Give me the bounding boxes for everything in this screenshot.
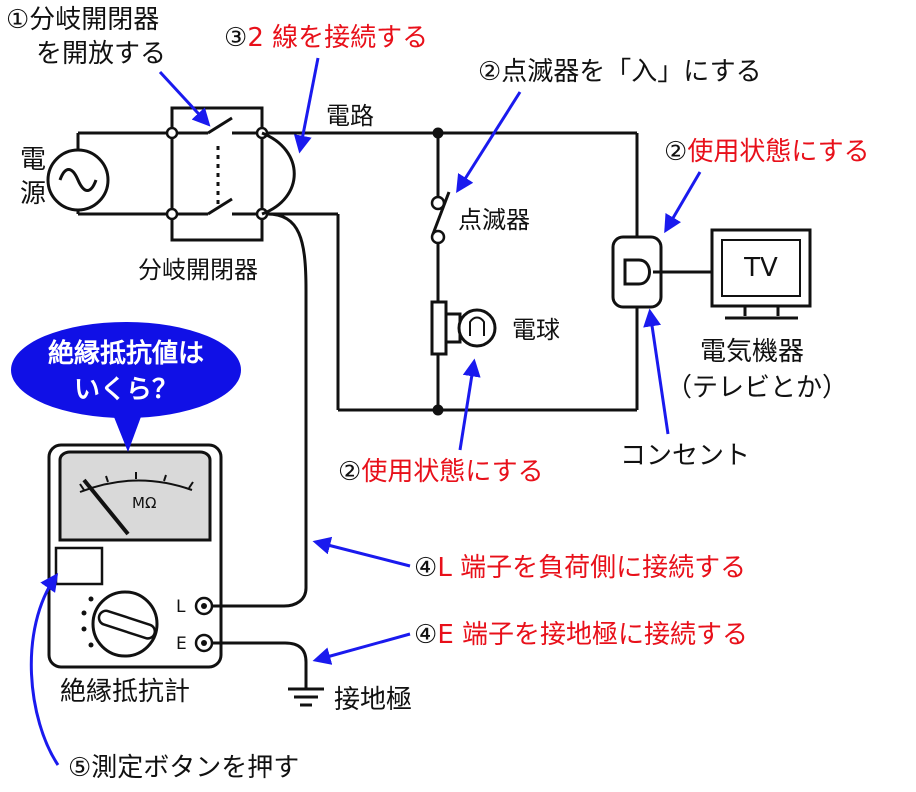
breaker-switch-blade-1 [207,116,233,135]
outlet-label: コンセント [620,441,750,471]
breaker-switch-blade-2 [207,197,233,216]
meter-needle [82,478,130,536]
step5-label: ⑤測定ボタンを押す [68,753,299,783]
step2-right-text: 使用状態にする [687,137,869,167]
arrow-to-bulb [458,358,481,451]
circuit-label: 電路 [326,102,374,130]
meter-dial-face [58,450,212,542]
step4-l-text: L 端子を負荷側に接続する [437,553,746,583]
power-label-2: 源 [20,179,46,209]
arrow-to-e-lead [312,632,411,665]
step3-text: 2 線を接続する [247,23,428,53]
arrow-to-l-lead [312,536,411,568]
terminal-e-label: E [176,634,187,654]
step2-bottom-number: ② [338,457,361,487]
bubble-line-2: いくら？ [74,375,178,405]
step2-right-label: ②使用状態にする [664,137,870,167]
arrow-outlet-label [643,308,670,435]
arrow-to-jumper [293,57,320,154]
l-lead-wire [212,212,308,608]
step3-label: ③2 線を接続する [224,23,428,53]
step2-flasher-label: ②点滅器を「入」にする [478,57,762,87]
power-source: 電 源 [20,133,110,214]
step4-e-label: ④E 端子を接地極に接続する [414,620,748,650]
power-label-1: 電 [20,145,46,175]
step3-number: ③ [224,23,247,53]
terminal-l-label: L [176,597,186,617]
step1-label-line1: ①分岐開閉器 [6,5,159,35]
step2-bottom-text: 使用状態にする [361,457,543,487]
question-bubble: 絶縁抵抗値は いくら？ [11,322,241,452]
branch-breaker: 分岐開閉器 [138,106,269,284]
ground-electrode: 接地極 [288,685,412,715]
arrow-to-measure-button [29,573,60,766]
annotation-arrows [29,57,702,766]
plug-icon [623,258,651,286]
tv-label: TV [743,253,778,283]
step2-bottom-label: ②使用状態にする [338,457,544,487]
meter-unit-label: MΩ [132,494,156,512]
meter-name-label: 絶縁抵抗計 [60,677,190,707]
bubble-line-1: 絶縁抵抗値は [48,338,204,369]
ground-label: 接地極 [334,685,412,715]
arrow-to-outlet [664,171,702,234]
tv-appliance: TV 電気機器 （テレビとか） [666,228,848,403]
two-wire-jumper [261,131,296,216]
appliance-label: 電気機器 [700,337,804,367]
step1-label-line2: を開放する [36,39,166,69]
appliance-sublabel: （テレビとか） [666,373,848,403]
arrow-to-breaker [158,70,211,127]
bulb-label: 電球 [512,316,560,344]
insulation-resistance-meter: MΩ L E 絶縁抵抗計 [47,443,223,707]
measure-button[interactable] [54,546,104,586]
light-bulb: 電球 [430,300,560,356]
circuit-wiring: 電路 [267,102,639,416]
e-lead-wire [212,641,308,688]
step4-l-number: ④ [414,553,437,583]
step4-e-number: ④ [414,620,437,650]
arrow-to-flasher [456,91,522,194]
step4-e-text: E 端子を接地極に接続する [437,620,748,650]
outlet: コンセント [611,235,750,471]
step2-right-number: ② [664,137,687,167]
flasher-switch: 点滅器 [430,191,530,245]
flasher-label: 点滅器 [458,206,530,234]
branch-breaker-label: 分岐開閉器 [138,256,258,284]
step4-l-label: ④L 端子を負荷側に接続する [414,553,746,583]
